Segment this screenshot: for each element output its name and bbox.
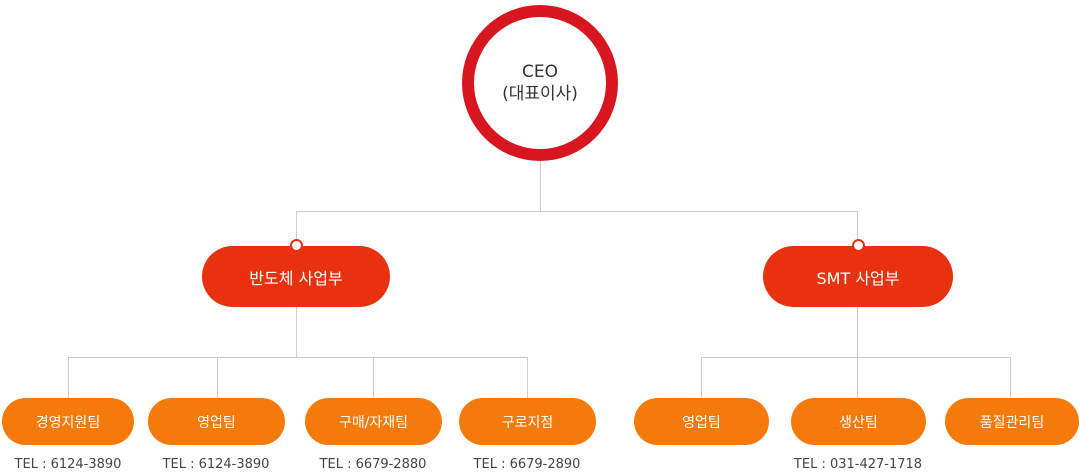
team-label: 품질관리팀 <box>979 414 1045 431</box>
team-label: 생산팀 <box>839 414 878 431</box>
division-label: SMT 사업부 <box>816 268 900 288</box>
division-semiconductor: 반도체 사업부 <box>202 239 390 307</box>
team-label: 경영지원팀 <box>35 414 101 431</box>
team-management-support: 경영지원팀 <box>2 398 134 445</box>
team-quality-control: 품질관리팀 <box>945 398 1079 445</box>
division-label: 반도체 사업부 <box>249 268 343 288</box>
team-label: 구매/자재팀 <box>338 414 409 431</box>
ceo-title: CEO <box>522 62 558 82</box>
team-phone: TEL : 031-427-1718 <box>793 457 923 472</box>
ceo-node: CEO (대표이사) <box>462 5 618 161</box>
team-phone: TEL : 6124-3890 <box>162 457 270 472</box>
team-phone: TEL : 6679-2880 <box>319 457 427 472</box>
team-smt-sales: 영업팀 <box>634 398 769 445</box>
team-phone: TEL : 6679-2890 <box>473 457 581 472</box>
team-label: 구로지점 <box>501 414 554 431</box>
team-phone: TEL : 6124-3890 <box>14 457 122 472</box>
division-connector-dot <box>852 239 865 252</box>
team-production: 생산팀 <box>791 398 926 445</box>
ceo-subtitle: (대표이사) <box>502 84 578 104</box>
division-connector-dot <box>290 239 303 252</box>
team-guro-branch: 구로지점 <box>459 398 596 445</box>
division-smt: SMT 사업부 <box>763 239 953 307</box>
team-label: 영업팀 <box>197 414 236 431</box>
team-sales: 영업팀 <box>148 398 285 445</box>
team-label: 영업팀 <box>682 414 721 431</box>
team-purchasing: 구매/자재팀 <box>305 398 442 445</box>
